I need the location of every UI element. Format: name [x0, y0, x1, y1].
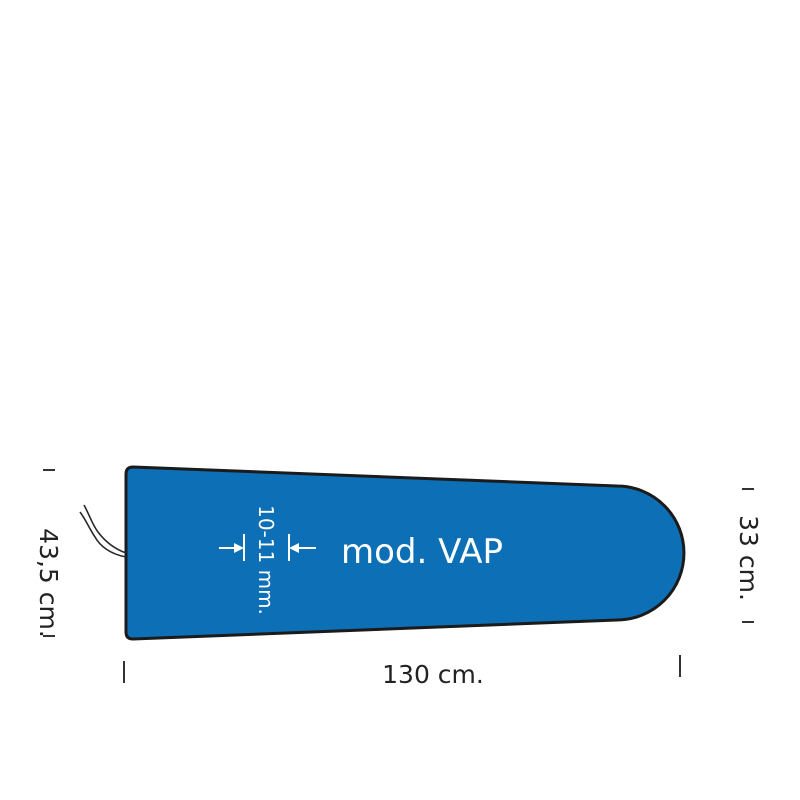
drawstring-cord-icon — [79, 504, 127, 558]
length-label: 130 cm. — [382, 660, 484, 689]
thickness-right-arrow-head-icon — [289, 543, 299, 553]
ironing-board-cover-shape — [124, 465, 686, 641]
wide-end-width-label: 43,5 cm. — [34, 528, 63, 638]
thickness-left-arrow-head-icon — [234, 543, 244, 553]
narrow-end-width-label: 33 cm. — [734, 515, 763, 601]
model-label: mod. VAP — [341, 532, 503, 572]
thickness-label: 10-11 mm. — [254, 505, 278, 615]
thickness-indicator: 10-11 mm. — [219, 505, 316, 615]
